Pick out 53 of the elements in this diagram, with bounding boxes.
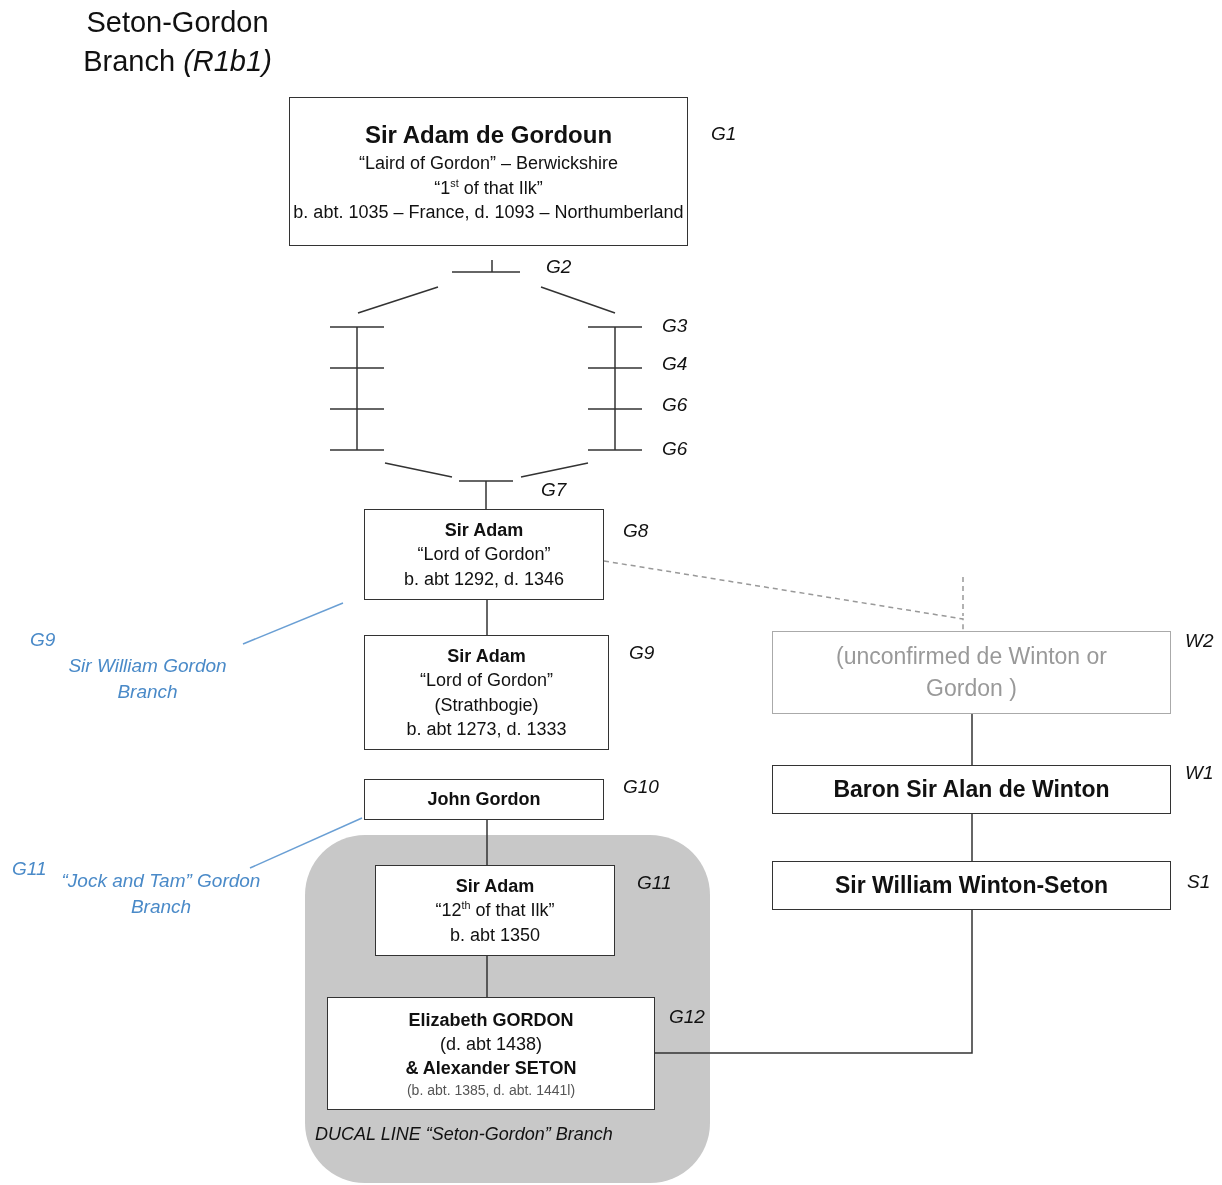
generation-label: G12 [669,1006,705,1028]
branch-line [249,817,363,869]
person-detail: “Lord of Gordon” [417,543,551,567]
person-detail: “1$^{st}$ of that Ilk” [434,175,543,200]
generation-label: G3 [662,315,688,337]
connector [603,560,964,632]
person-detail: b. abt 1292, d. 1346 [403,567,565,591]
generation-label: G4 [662,353,688,375]
person-name: Elizabeth GORDON [408,1008,574,1032]
branch-label: Sir William Gordon Branch [67,654,228,704]
generation-label: S1 [1187,871,1211,893]
connector [486,599,488,636]
person-name: (unconfirmed de Winton or Gordon ) [835,642,1108,703]
person-name: Sir Adam [444,519,524,543]
generation-label: W1 [1185,762,1214,784]
generation-label: G2 [546,256,572,278]
person-detail: (b. abt. 1385, d. abt. 1441l) [406,1080,576,1100]
generation-label: G7 [541,479,567,501]
generation-label: G6 [662,438,688,460]
generation-label: G8 [623,520,649,542]
person-name: Sir William Winton-Seton [835,870,1108,900]
person-detail: “12$^{th}$ of that Ilk” [435,898,555,923]
connector [486,955,488,998]
person-detail: (d. abt 1438) [439,1032,543,1056]
branch-line [242,602,344,645]
generation-label: G6 [662,394,688,416]
generation-label: G9 [629,642,655,664]
connector [971,713,973,766]
connector [486,819,488,866]
person-name: Baron Sir Alan de Winton [833,774,1110,804]
person-detail: (Strathbogie) [434,693,539,717]
generation-label: G9 [30,629,56,651]
person-name: Sir Adam de Gordoun [364,119,613,150]
person-name: John Gordon [427,788,541,812]
person-detail: & Alexander SETON [405,1057,577,1081]
person-name: Sir Adam [455,875,535,899]
branch-label: “Jock and Tam” Gordon Branch [60,869,262,919]
title: Seton-Gordon Branch (R1b1) [82,5,273,79]
person-detail: b. abt. 1035 – France, d. 1093 – Northumberland [293,200,684,224]
generation-label: G11 [637,872,672,894]
connector [971,813,973,862]
person-detail: “Laird of Gordon” – Berwickshire [358,152,619,176]
generation-label: W2 [1185,630,1214,652]
generation-label: G1 [711,123,737,145]
generation-label: G10 [623,776,659,798]
band-caption: DUCAL LINE “Seton-Gordon” Branch [315,1123,613,1146]
person-detail: b. abt 1350 [449,923,541,947]
person-name: Sir Adam [447,644,526,668]
person-detail: b. abt 1273, d. 1333 [406,717,567,741]
ducal-line-band [305,835,710,1183]
connector [654,909,973,1054]
person-detail: “Lord of Gordon” [419,669,554,693]
generation-label: G11 [12,858,47,880]
